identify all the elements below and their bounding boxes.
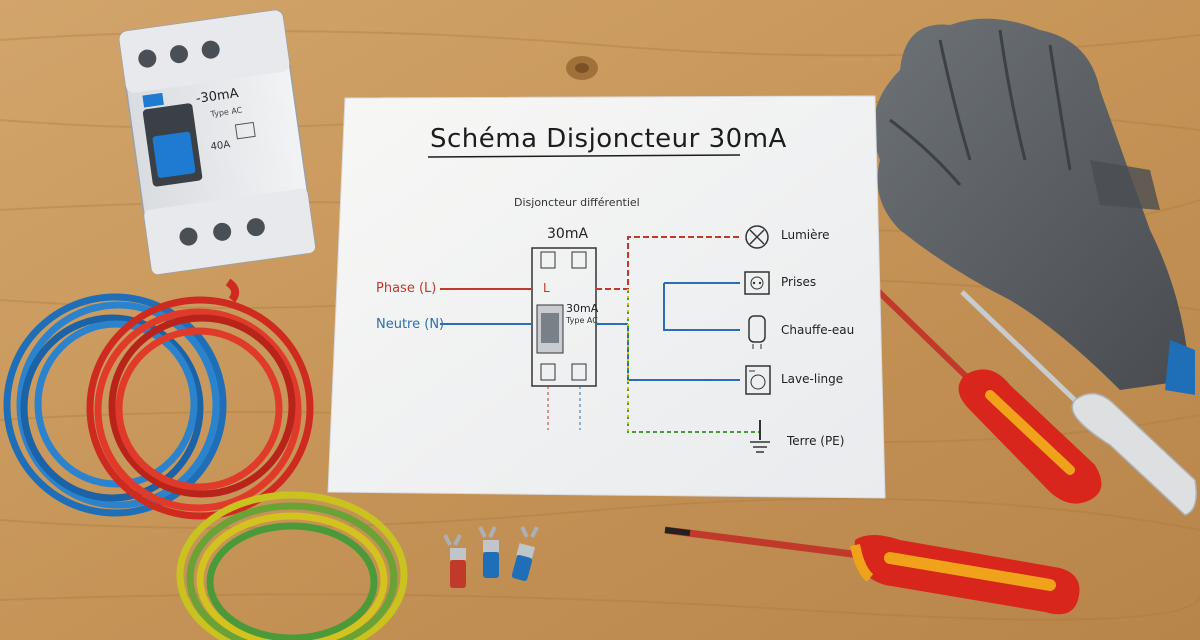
earth-cable-coil [176,491,408,640]
output-label-lave-linge: Lave-linge [781,372,844,386]
output-label-chauffe-eau: Chauffe-eau [781,323,855,337]
work-gloves [873,18,1195,395]
water-heater-icon [748,315,766,349]
breaker-symbol [531,247,597,430]
output-label-lumiere: Lumière [781,228,830,242]
output-wiring [596,236,761,440]
breaker-rating-side: 30mA [566,302,599,315]
wiring-diagram-sheet [327,95,886,499]
blue-cable-coil [3,293,227,517]
red-crimp-terminal [443,534,466,588]
lamp-icon [745,225,769,249]
outlet-icon [744,271,770,295]
breaker-toggle-lever [152,131,196,178]
output-label-terre: Terre (PE) [787,434,845,448]
breaker-header-label: Disjoncteur différentiel [514,196,640,209]
blue-crimp-terminal-1 [478,526,499,578]
diagram-title: Schéma Disjoncteur 30mA [430,124,787,154]
screwdriver-bottom [664,526,1080,615]
breaker-rating-top: 30mA [547,226,589,242]
blue-crimp-terminal-2 [511,526,539,581]
phase-label: Phase (L) [376,281,437,296]
crimp-terminals [443,526,539,588]
output-label-prises: Prises [781,275,817,289]
breaker-l-mark: L [543,281,550,295]
red-cable-coil [86,278,314,520]
washing-machine-icon [745,365,771,395]
residual-current-breaker [118,9,316,275]
voltage-tester-screwdriver [960,290,1197,516]
neutral-label: Neutre (N) [376,317,445,332]
breaker-type-side: Type AC [566,316,598,325]
ground-icon [750,441,770,453]
